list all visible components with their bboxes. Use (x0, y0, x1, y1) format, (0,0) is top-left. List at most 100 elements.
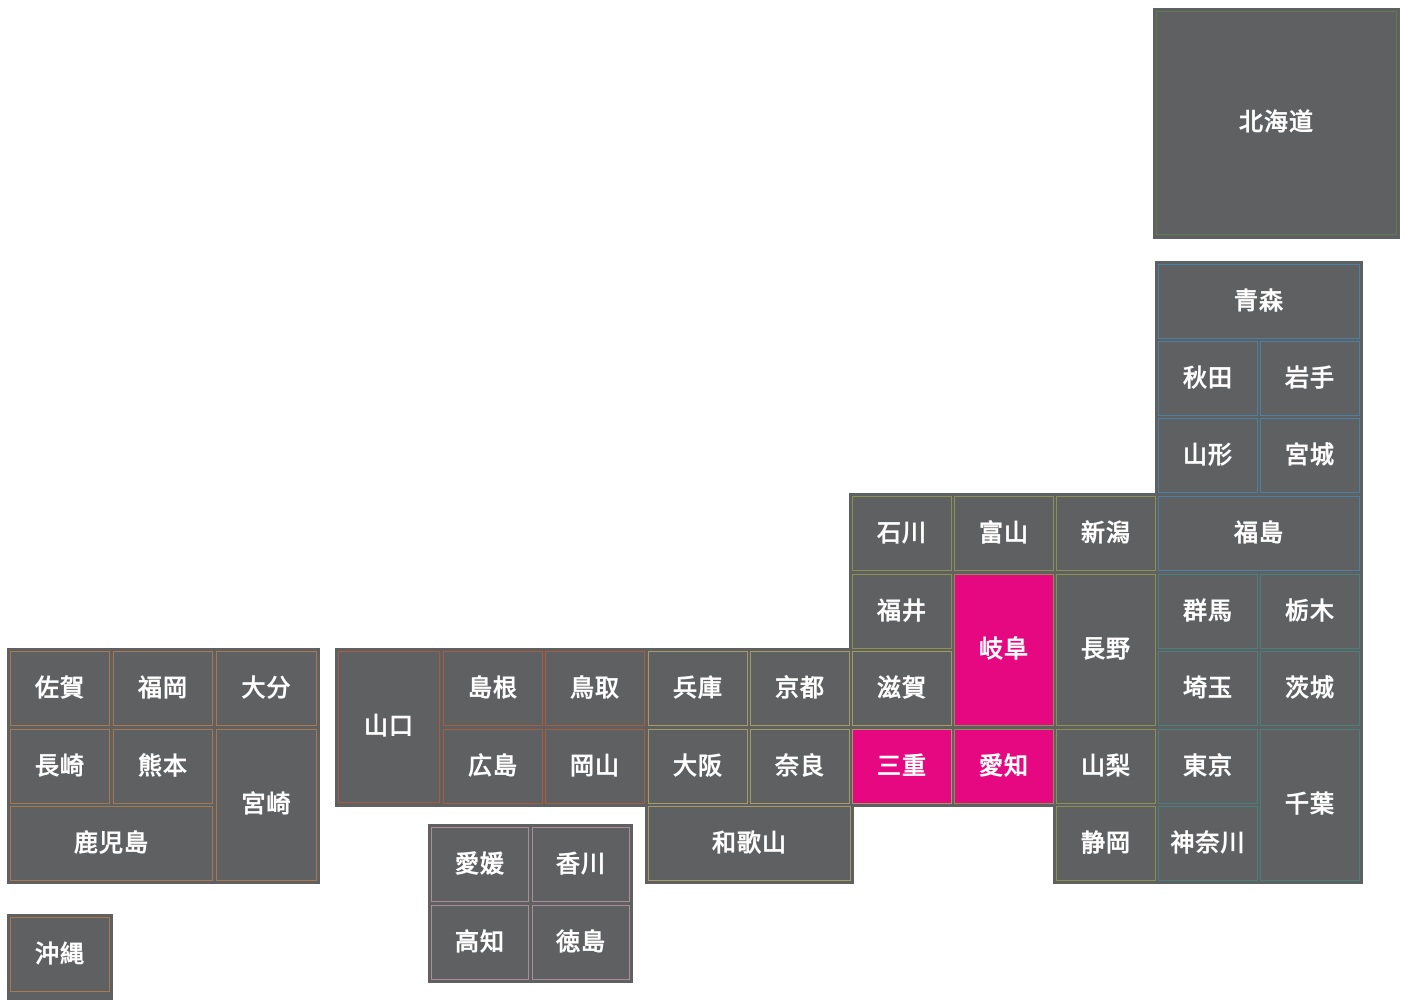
prefecture-label-okinawa: 沖縄 (35, 940, 85, 968)
prefecture-tile-fukui[interactable]: 福井 (852, 574, 952, 649)
prefecture-label-iwate: 岩手 (1285, 364, 1335, 392)
prefecture-tile-hiroshima[interactable]: 広島 (443, 729, 543, 804)
prefecture-label-wakayama: 和歌山 (712, 829, 787, 857)
landmass-okinawa-island (7, 914, 113, 1000)
prefecture-label-hiroshima: 広島 (468, 752, 518, 780)
prefecture-tile-nagasaki[interactable]: 長崎 (10, 729, 110, 804)
prefecture-label-yamaguchi: 山口 (364, 713, 414, 740)
prefecture-tile-kochi[interactable]: 高知 (431, 905, 529, 980)
prefecture-tile-kumamoto[interactable]: 熊本 (113, 729, 213, 804)
landmass-honshu-middle (849, 493, 1363, 729)
prefecture-tile-mie[interactable]: 三重 (852, 729, 952, 804)
prefecture-label-kagawa: 香川 (556, 850, 606, 878)
prefecture-tile-kagoshima[interactable]: 鹿児島 (10, 806, 213, 881)
prefecture-tile-nara[interactable]: 奈良 (750, 729, 850, 804)
prefecture-tile-yamaguchi[interactable]: 山口 (338, 651, 440, 803)
prefecture-label-ibaraki: 茨城 (1285, 674, 1335, 702)
prefecture-label-oita: 大分 (241, 674, 292, 702)
prefecture-tile-ehime[interactable]: 愛媛 (431, 827, 529, 902)
prefecture-tile-saitama[interactable]: 埼玉 (1158, 651, 1258, 726)
prefecture-tile-wakayama[interactable]: 和歌山 (648, 806, 851, 881)
prefecture-label-tottori: 鳥取 (570, 674, 620, 702)
prefecture-tile-miyagi[interactable]: 宮城 (1260, 418, 1360, 493)
prefecture-label-ishikawa: 石川 (877, 519, 927, 547)
landmass-tohoku-north (1155, 261, 1363, 496)
prefecture-tile-aichi[interactable]: 愛知 (954, 729, 1054, 804)
landmass-shikoku-island (428, 824, 633, 983)
prefecture-label-shizuoka: 静岡 (1081, 829, 1131, 857)
prefecture-tile-osaka[interactable]: 大阪 (648, 729, 748, 804)
prefecture-label-tochigi: 栃木 (1285, 597, 1335, 625)
prefecture-label-kanagawa: 神奈川 (1170, 829, 1246, 857)
prefecture-label-fukushima: 福島 (1234, 519, 1284, 547)
landmass-kanto-south (1053, 726, 1363, 884)
prefecture-label-saga: 佐賀 (35, 674, 85, 702)
prefecture-label-gifu: 岐阜 (979, 636, 1029, 663)
landmass-kyushu-island (7, 648, 320, 884)
prefecture-label-kochi: 高知 (455, 928, 505, 956)
prefecture-label-kyoto: 京都 (775, 674, 825, 702)
prefecture-label-nagasaki: 長崎 (35, 752, 85, 780)
prefecture-label-shimane: 島根 (468, 674, 518, 702)
prefecture-label-mie: 三重 (877, 752, 927, 780)
prefecture-tile-kagawa[interactable]: 香川 (532, 827, 630, 902)
prefecture-tile-yamanashi[interactable]: 山梨 (1056, 729, 1156, 804)
prefecture-tile-ibaraki[interactable]: 茨城 (1260, 651, 1360, 726)
prefecture-label-nara: 奈良 (775, 752, 825, 780)
prefecture-label-kagoshima: 鹿児島 (74, 829, 149, 857)
prefecture-tile-saga[interactable]: 佐賀 (10, 651, 110, 726)
prefecture-label-yamagata: 山形 (1183, 441, 1233, 469)
landmass-kansai-block (645, 648, 854, 884)
prefecture-tile-akita[interactable]: 秋田 (1158, 341, 1258, 416)
prefecture-label-gunma: 群馬 (1183, 597, 1233, 625)
prefecture-tile-toyama[interactable]: 富山 (954, 496, 1054, 571)
prefecture-label-miyazaki: 宮崎 (241, 791, 292, 818)
prefecture-tile-oita[interactable]: 大分 (216, 651, 317, 726)
landmass-hokkaido-island (1153, 8, 1400, 239)
prefecture-tile-aomori[interactable]: 青森 (1158, 264, 1360, 339)
prefecture-tile-shiga[interactable]: 滋賀 (852, 651, 952, 726)
prefecture-label-tokyo: 東京 (1183, 752, 1233, 780)
prefecture-label-shiga: 滋賀 (877, 674, 927, 702)
prefecture-tile-tochigi[interactable]: 栃木 (1260, 574, 1360, 649)
prefecture-label-fukuoka: 福岡 (138, 674, 188, 702)
prefecture-label-okayama: 岡山 (570, 752, 620, 780)
prefecture-tile-fukuoka[interactable]: 福岡 (113, 651, 213, 726)
prefecture-tile-fukushima[interactable]: 福島 (1158, 496, 1360, 571)
prefecture-tile-nagano[interactable]: 長野 (1056, 574, 1156, 726)
prefecture-tile-yamagata[interactable]: 山形 (1158, 418, 1258, 493)
prefecture-tile-miyazaki[interactable]: 宮崎 (216, 729, 317, 881)
landmass-chugoku-block (335, 648, 648, 807)
prefecture-label-hokkaido: 北海道 (1239, 109, 1314, 136)
prefecture-tile-hokkaido[interactable]: 北海道 (1156, 11, 1397, 235)
prefecture-tile-kyoto[interactable]: 京都 (750, 651, 850, 726)
prefecture-label-osaka: 大阪 (673, 752, 723, 780)
prefecture-label-aichi: 愛知 (979, 752, 1029, 780)
prefecture-label-toyama: 富山 (979, 519, 1029, 547)
prefecture-label-aomori: 青森 (1234, 287, 1284, 315)
prefecture-label-hyogo: 兵庫 (673, 674, 723, 702)
prefecture-label-ehime: 愛媛 (455, 850, 505, 878)
prefecture-tile-tokushima[interactable]: 徳島 (532, 905, 630, 980)
prefecture-tile-tokyo[interactable]: 東京 (1158, 729, 1258, 804)
prefecture-tile-chiba[interactable]: 千葉 (1260, 729, 1360, 881)
prefecture-label-fukui: 福井 (877, 597, 927, 625)
prefecture-tile-hyogo[interactable]: 兵庫 (648, 651, 748, 726)
prefecture-tile-okinawa[interactable]: 沖縄 (10, 917, 110, 992)
prefecture-label-yamanashi: 山梨 (1081, 752, 1131, 780)
prefecture-label-tokushima: 徳島 (556, 928, 606, 956)
prefecture-label-chiba: 千葉 (1285, 791, 1335, 818)
prefecture-tile-ishikawa[interactable]: 石川 (852, 496, 952, 571)
prefecture-label-nagano: 長野 (1081, 636, 1131, 663)
prefecture-tile-gunma[interactable]: 群馬 (1158, 574, 1258, 649)
prefecture-tile-shizuoka[interactable]: 静岡 (1056, 806, 1156, 881)
prefecture-tile-shimane[interactable]: 島根 (443, 651, 543, 726)
prefecture-tile-gifu[interactable]: 岐阜 (954, 574, 1054, 726)
prefecture-tile-niigata[interactable]: 新潟 (1056, 496, 1156, 571)
prefecture-tile-tottori[interactable]: 鳥取 (545, 651, 645, 726)
prefecture-tile-iwate[interactable]: 岩手 (1260, 341, 1360, 416)
prefecture-tile-kanagawa[interactable]: 神奈川 (1158, 806, 1258, 881)
prefecture-tile-okayama[interactable]: 岡山 (545, 729, 645, 804)
prefecture-label-miyagi: 宮城 (1285, 441, 1335, 469)
